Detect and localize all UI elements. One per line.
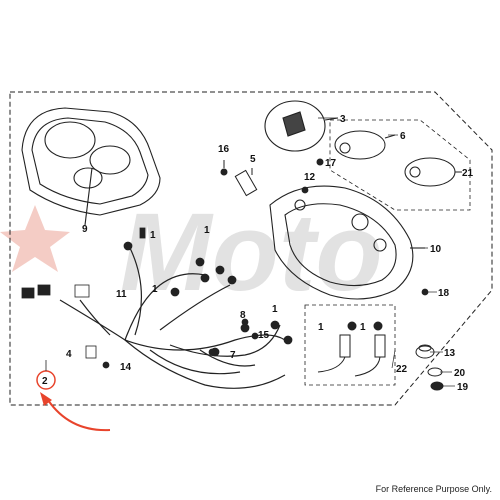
highlight-part-2: 2: [36, 360, 111, 432]
part-6-gauge: [334, 130, 396, 160]
screws-16-17: [220, 158, 324, 176]
callout-15: 15: [258, 330, 270, 341]
callout-7: 7: [230, 350, 236, 361]
callout-1-e: 1: [318, 322, 324, 333]
subframe-6-21: [329, 119, 471, 211]
red-arrow-icon: [47, 399, 111, 432]
callout-6: 6: [400, 131, 406, 142]
callout-8: 8: [240, 310, 246, 321]
callout-19: 19: [457, 382, 469, 393]
callout-12: 12: [304, 172, 316, 183]
callout-22: 22: [396, 364, 408, 375]
callout-10: 10: [430, 244, 442, 255]
callout-9: 9: [82, 224, 88, 235]
callout-2: 2: [42, 376, 48, 387]
part-5-socket: [234, 168, 258, 197]
small-fasteners: [85, 186, 429, 369]
callout-1-b: 1: [204, 225, 210, 236]
part-10-meter-case: [269, 185, 425, 300]
part-22-sockets: [317, 321, 386, 377]
callout-18: 18: [438, 288, 450, 299]
parts-13-20-19: [415, 344, 444, 391]
callout-13: 13: [444, 348, 456, 359]
part-3-face-plate: [264, 100, 339, 152]
reference-note: For Reference Purpose Only.: [375, 484, 492, 494]
callout-3: 3: [340, 114, 346, 125]
watermark-logo: Moto: [0, 191, 383, 314]
part-11-harness: [59, 247, 286, 389]
subframe-22: [304, 304, 396, 386]
callout-17: 17: [325, 158, 337, 169]
callout-20: 20: [454, 368, 466, 379]
callout-16: 16: [218, 144, 230, 155]
watermark-text: Moto: [120, 191, 383, 314]
watermark-star-icon: [0, 205, 70, 272]
callout-11: 11: [116, 289, 127, 300]
callout-labels: 3 6 21 16 5 17 12 9 10 18 1 1 1 1 1 1 11…: [66, 114, 474, 393]
callout-4: 4: [66, 349, 72, 360]
red-arrowhead-icon: [40, 392, 52, 406]
leader-lines: [318, 117, 462, 387]
callout-1-f: 1: [360, 322, 366, 333]
diagram-frame: [9, 91, 493, 406]
callout-1-d: 1: [272, 304, 278, 315]
callout-21: 21: [462, 168, 474, 179]
callout-14: 14: [120, 362, 132, 373]
callout-1-a: 1: [150, 230, 156, 241]
part-21-gauge: [404, 157, 462, 187]
connectors: [21, 227, 293, 357]
callout-1-c: 1: [152, 284, 158, 295]
callout-5: 5: [250, 154, 256, 165]
part-9-meter-cover: [21, 107, 161, 226]
